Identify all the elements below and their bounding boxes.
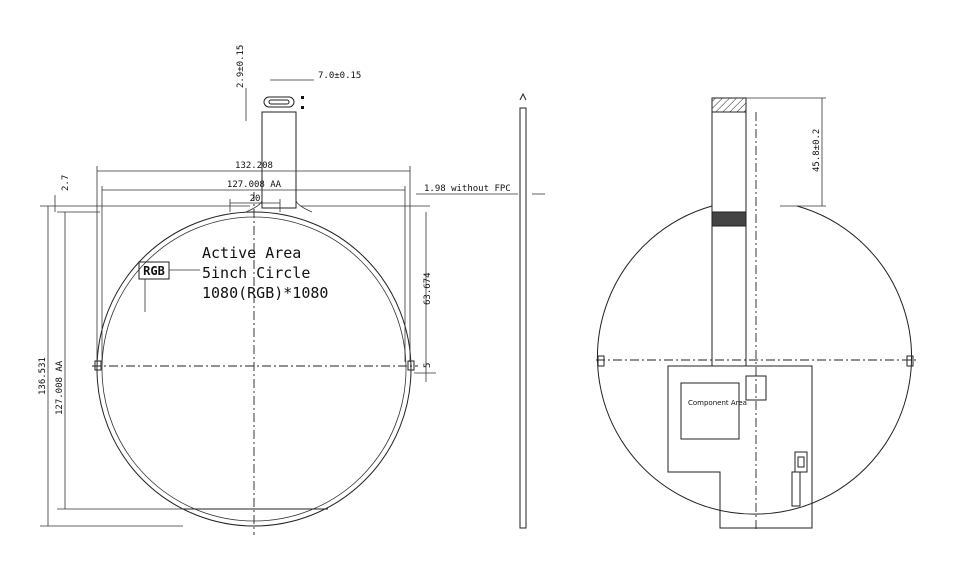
rgb-label: RGB <box>143 264 165 278</box>
dim-tab-height: 2.9±0.15 <box>236 45 246 88</box>
back-fpc-bend-band <box>711 211 747 227</box>
back-outline-circle <box>597 205 912 515</box>
active-area-label: Active Area <box>202 244 301 262</box>
rgb-box <box>138 261 170 280</box>
front-view: 132.208 127.008 AA 20 2.9±0.15 7.0±0.15 … <box>38 45 436 535</box>
dim-aa-height: 127.008 AA <box>55 360 65 415</box>
connector-block <box>794 451 808 473</box>
dim-tab-width: 7.0±0.15 <box>318 71 361 81</box>
fpc-connector <box>263 96 295 108</box>
dim-half-height: 63.674 <box>423 272 433 305</box>
dim-fpc-width: 20 <box>250 194 261 204</box>
dim-fpc-length: 45.8±0.2 <box>812 129 822 172</box>
connector-mark-top <box>301 96 304 99</box>
back-fpc-strip <box>711 97 747 367</box>
dim-total-height: 136.531 <box>38 357 48 395</box>
dim-aa-width: 127.008 AA <box>227 180 282 190</box>
left-side-tab <box>94 360 102 371</box>
connector-tail <box>791 471 801 507</box>
back-right-tab <box>906 355 914 367</box>
dim-notch: 5 <box>423 363 433 368</box>
dim-outline-width: 132.208 <box>235 161 273 171</box>
fpc-fillet-right <box>295 199 313 213</box>
resolution-label: 1080(RGB)*1080 <box>202 284 328 302</box>
connector-block-inner <box>797 456 805 468</box>
side-view-fpc-bend <box>519 92 527 101</box>
fpc-tail <box>261 111 297 209</box>
component-area-label: Component Area <box>688 399 747 407</box>
back-fpc-stiffener <box>711 97 747 113</box>
component-chip <box>745 375 767 401</box>
right-side-tab <box>407 360 415 371</box>
dim-top-offset: 2.7 <box>61 175 71 191</box>
connector-mark-bottom <box>301 106 304 109</box>
component-area-box <box>680 382 740 440</box>
side-view-body <box>519 107 527 529</box>
fpc-thickness-note: 1.98 without FPC <box>424 184 511 194</box>
back-left-tab <box>597 355 605 367</box>
back-view: Component Area 45.8±0.2 <box>596 97 916 530</box>
fpc-connector-slot <box>268 99 290 105</box>
component-board <box>667 365 813 529</box>
fpc-fillet-left <box>245 199 263 213</box>
side-view: 1.98 without FPC <box>416 92 545 529</box>
size-label: 5inch Circle <box>202 264 310 282</box>
